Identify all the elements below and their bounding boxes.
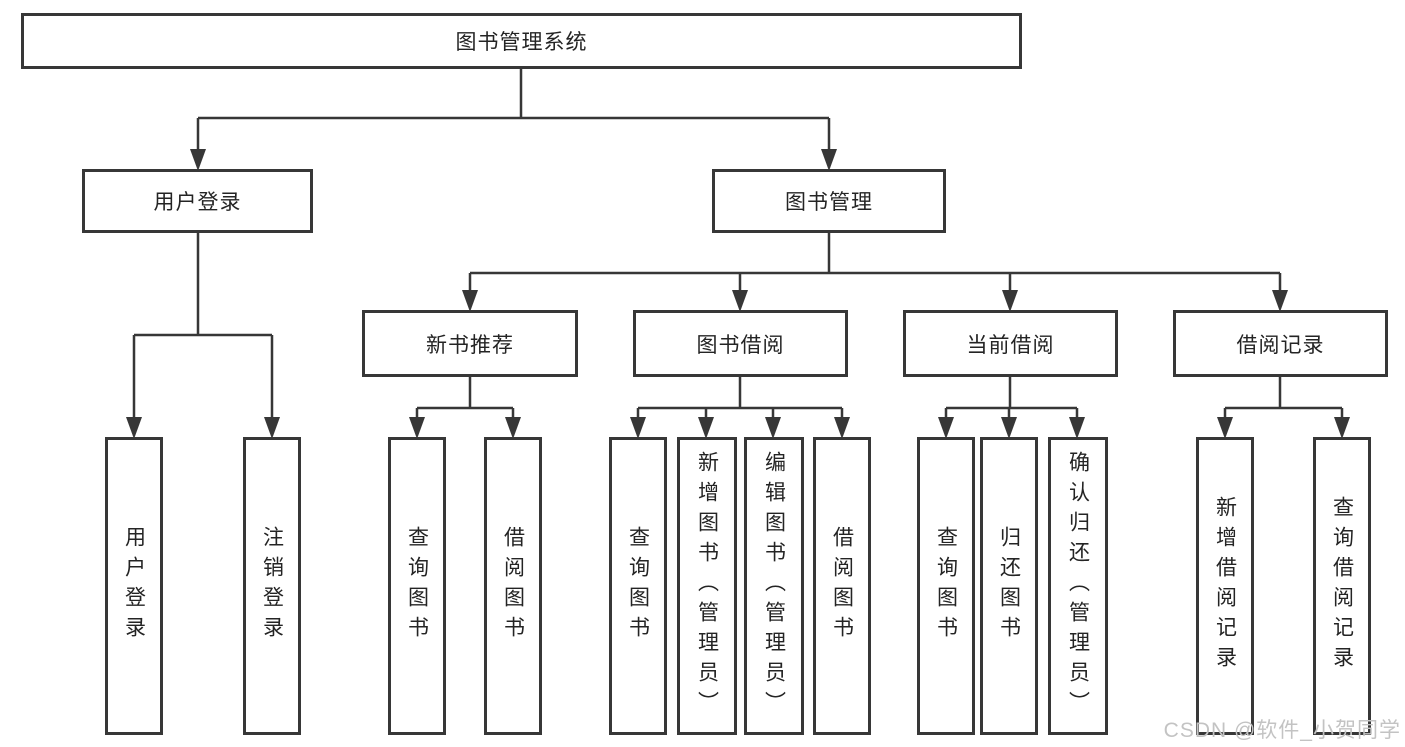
tree-edges bbox=[132, 69, 1344, 420]
leaf-node-user-login: 用户登录 bbox=[105, 437, 163, 735]
node-current-borrow-label: 当前借阅 bbox=[966, 333, 1055, 357]
leaf-node-edit-book-admin: 编辑图书（管理员） bbox=[744, 437, 804, 735]
leaf-node-borrow-book-1: 借阅图书 bbox=[484, 437, 542, 735]
node-new-book-recommend-label: 新书推荐 bbox=[426, 333, 514, 357]
leaf-label: 新增借阅记录 bbox=[1213, 496, 1237, 676]
leaf-node-return-book: 归还图书 bbox=[980, 437, 1038, 735]
leaf-label: 编辑图书（管理员） bbox=[762, 451, 786, 721]
leaf-label: 注销登录 bbox=[260, 526, 284, 646]
node-borrow-records-label: 借阅记录 bbox=[1236, 333, 1325, 357]
leaf-node-logout: 注销登录 bbox=[243, 437, 301, 735]
leaf-node-query-book-3: 查询图书 bbox=[917, 437, 975, 735]
leaf-node-add-borrow-record: 新增借阅记录 bbox=[1196, 437, 1254, 735]
node-book-management-label: 图书管理 bbox=[785, 191, 873, 214]
leaf-node-borrow-book-2: 借阅图书 bbox=[813, 437, 871, 735]
leaf-label: 查询图书 bbox=[626, 526, 650, 646]
leaf-label: 查询图书 bbox=[405, 526, 429, 646]
root-node-label: 图书管理系统 bbox=[455, 31, 588, 54]
leaf-label: 借阅图书 bbox=[501, 526, 525, 646]
node-current-borrow: 当前借阅 bbox=[903, 310, 1118, 377]
leaf-label: 归还图书 bbox=[997, 526, 1021, 646]
leaf-label: 查询借阅记录 bbox=[1330, 496, 1354, 676]
leaf-node-query-book-1: 查询图书 bbox=[388, 437, 446, 735]
leaf-node-query-borrow-record: 查询借阅记录 bbox=[1313, 437, 1371, 735]
root-node-system-title: 图书管理系统 bbox=[21, 13, 1022, 69]
leaf-label: 确认归还（管理员） bbox=[1066, 451, 1090, 721]
arrowhead-icons bbox=[126, 149, 1350, 439]
csdn-watermark: CSDN @软件_小贺同学 bbox=[1163, 719, 1401, 742]
node-new-book-recommend: 新书推荐 bbox=[362, 310, 578, 377]
leaf-node-query-book-2: 查询图书 bbox=[609, 437, 667, 735]
node-book-borrow: 图书借阅 bbox=[633, 310, 848, 377]
leaf-node-confirm-return-admin: 确认归还（管理员） bbox=[1048, 437, 1108, 735]
leaf-node-add-book-admin: 新增图书（管理员） bbox=[677, 437, 737, 735]
leaf-label: 新增图书（管理员） bbox=[695, 451, 719, 721]
leaf-label: 用户登录 bbox=[122, 526, 146, 646]
node-book-management: 图书管理 bbox=[712, 169, 946, 233]
leaf-label: 查询图书 bbox=[934, 526, 958, 646]
node-user-login: 用户登录 bbox=[82, 169, 313, 233]
node-book-borrow-label: 图书借阅 bbox=[696, 333, 785, 357]
node-user-login-label: 用户登录 bbox=[153, 191, 242, 214]
leaf-label: 借阅图书 bbox=[830, 526, 854, 646]
node-borrow-records: 借阅记录 bbox=[1173, 310, 1388, 377]
